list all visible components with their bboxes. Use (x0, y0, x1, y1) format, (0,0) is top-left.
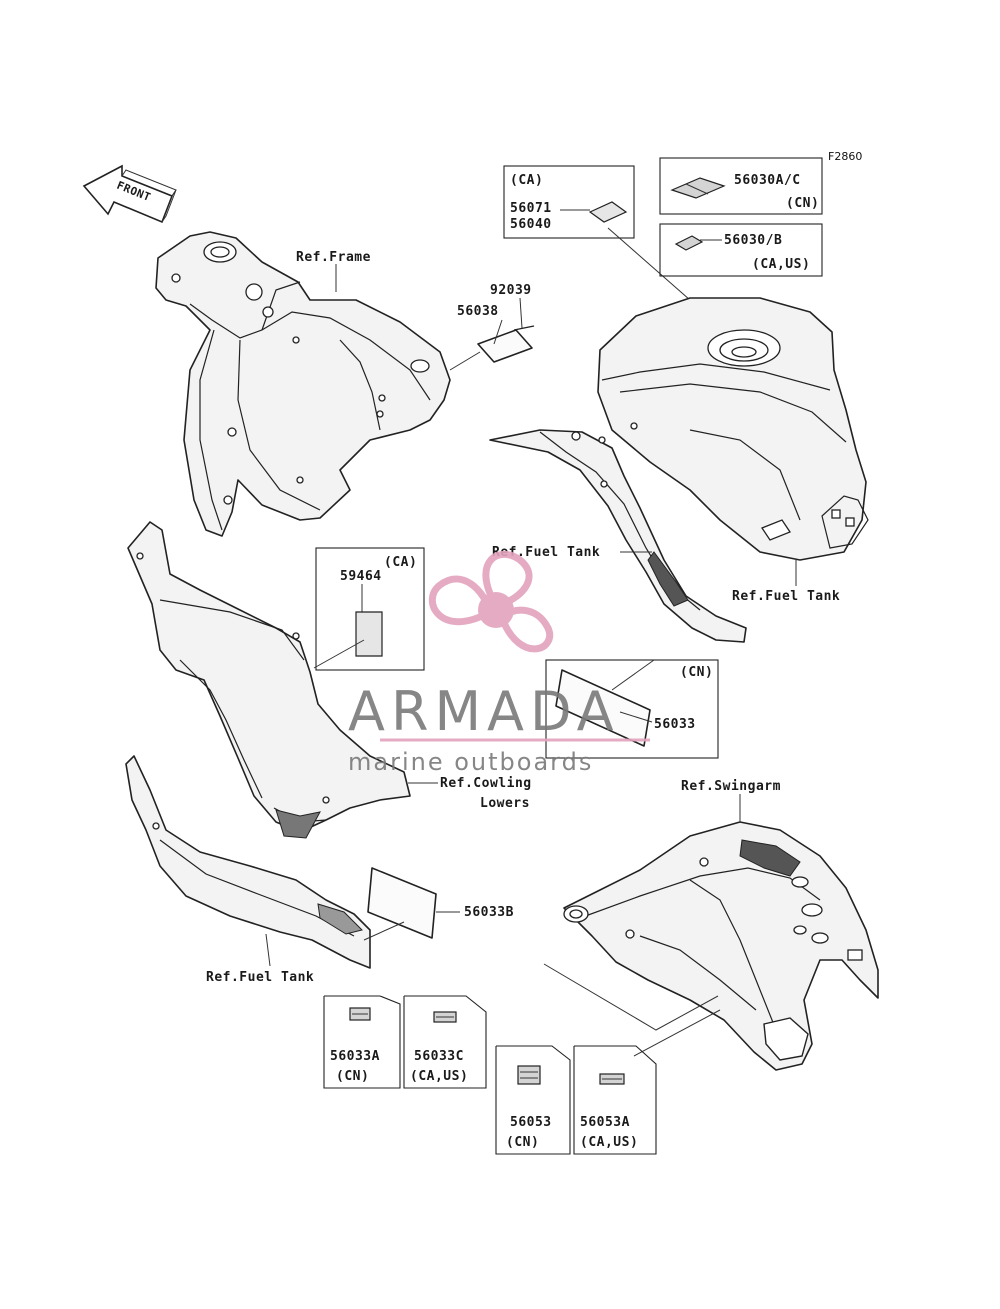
ref-frame-label: Ref.Frame (296, 250, 371, 265)
lower-cowling-part (125, 755, 371, 969)
part-56053a-label: 56053A (580, 1115, 630, 1130)
upper-cowling-part (127, 521, 411, 839)
part-56038-label: 56038 (457, 304, 499, 319)
box-56053a: 56053A (CA,US) (573, 1045, 657, 1155)
box-56030b: 56030/B (CA,US) (659, 223, 823, 277)
lowers-label: Lowers (480, 796, 530, 811)
watermark-brand: ARMADA (348, 680, 620, 743)
part-56040-label: 56040 (510, 217, 552, 232)
ca-label-2: (CA) (384, 555, 417, 570)
watermark-tagline: marine outboards (348, 748, 593, 776)
ca-us-label: (CA,US) (752, 257, 810, 272)
ref-cowling-label: Ref.Cowling (440, 776, 532, 791)
box-56030ac: 56030A/C (CN) (659, 157, 823, 215)
propeller-icon (428, 550, 554, 653)
sticker-56053-icon (517, 1065, 541, 1085)
sticker-56033b-icon (367, 867, 437, 939)
part-56071-label: 56071 (510, 201, 552, 216)
armada-watermark-logo: ARMADA marine outboards (348, 550, 650, 776)
sticker-59464-icon (355, 611, 383, 657)
cn-label: (CN) (786, 196, 819, 211)
cn-label-2: (CN) (680, 665, 713, 680)
part-56030b-label: 56030/B (724, 233, 782, 248)
frame-part (155, 231, 451, 537)
ref-swingarm-label: Ref.Swingarm (681, 779, 781, 794)
box-56071-56040: (CA) 56071 56040 (503, 165, 635, 239)
part-56033a-label: 56033A (330, 1049, 380, 1064)
box-56033: (CN) 56033 (545, 659, 719, 759)
diagram-code: F2860 (828, 150, 862, 163)
part-56033c-label: 56033C (414, 1049, 464, 1064)
box-56033a: 56033A (CN) (323, 995, 401, 1089)
sticker-56030ac-icon (670, 177, 726, 199)
ca-label: (CA) (510, 173, 543, 188)
box-59464: (CA) 59464 (315, 547, 425, 671)
part-59464-label: 59464 (340, 569, 382, 584)
part-56038-plate (477, 329, 533, 363)
cn-label-4: (CN) (506, 1135, 539, 1150)
part-56030ac-label: 56030A/C (734, 173, 801, 188)
ca-us-label-3: (CA,US) (580, 1135, 638, 1150)
part-56053-label: 56053 (510, 1115, 552, 1130)
part-92039-label: 92039 (490, 283, 532, 298)
sticker-56033-icon (555, 669, 651, 747)
fuel-tank-part (597, 297, 869, 561)
swingarm-part (563, 821, 879, 1071)
sticker-56071-icon (588, 201, 628, 223)
tank-bracket-part (489, 429, 747, 643)
box-56033c: 56033C (CA,US) (403, 995, 487, 1089)
part-56033-label: 56033 (654, 717, 696, 732)
ref-fuel-tank-left-label: Ref.Fuel Tank (206, 970, 314, 985)
front-arrow-icon: FRONT (82, 164, 177, 224)
box-56053: 56053 (CN) (495, 1045, 571, 1155)
ref-fuel-tank-right-label: Ref.Fuel Tank (732, 589, 840, 604)
part-56033b-label: 56033B (464, 905, 514, 920)
ca-us-label-2: (CA,US) (410, 1069, 468, 1084)
cn-label-3: (CN) (336, 1069, 369, 1084)
sticker-56030b-icon (674, 235, 704, 251)
